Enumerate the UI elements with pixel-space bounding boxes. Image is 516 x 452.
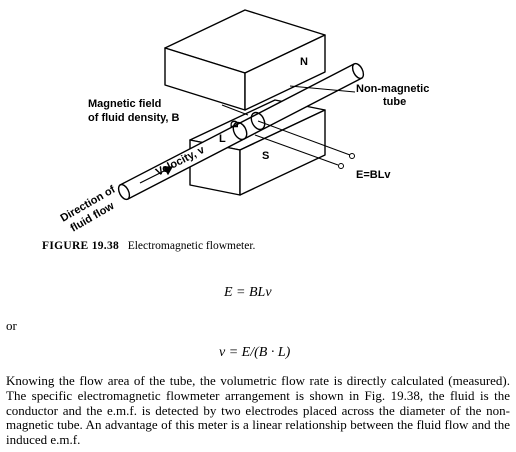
length-label: L bbox=[219, 133, 226, 145]
emf-label: E=BLv bbox=[356, 169, 391, 181]
electrode-terminal-top bbox=[349, 153, 355, 159]
diameter-label: D bbox=[229, 120, 241, 128]
field-label-1: Magnetic field bbox=[88, 98, 161, 110]
figure-caption-text: Electromagnetic flowmeter. bbox=[127, 240, 256, 252]
field-label-2: of fluid density, B bbox=[88, 112, 180, 124]
figure-caption: FIGURE 19.38 Electromagnetic flowmeter. bbox=[42, 240, 255, 252]
body-paragraph: Knowing the flow area of the tube, the v… bbox=[6, 373, 510, 448]
tube-label-1: Non-magnetic bbox=[356, 83, 429, 95]
tube bbox=[117, 62, 365, 201]
north-magnet bbox=[164, 9, 326, 111]
equation-connector: or bbox=[6, 318, 17, 333]
south-label: S bbox=[262, 150, 269, 162]
equation-emf: E = BLv bbox=[224, 285, 272, 300]
figure-number: FIGURE 19.38 bbox=[42, 240, 120, 252]
flowmeter-figure: N S Magnetic field of fluid density, B N… bbox=[59, 9, 429, 235]
tube-label-2: tube bbox=[383, 96, 406, 108]
equation-velocity: v = E/(B · L) bbox=[219, 345, 291, 360]
north-label: N bbox=[300, 56, 308, 68]
electrode-terminal-bottom bbox=[338, 163, 344, 169]
